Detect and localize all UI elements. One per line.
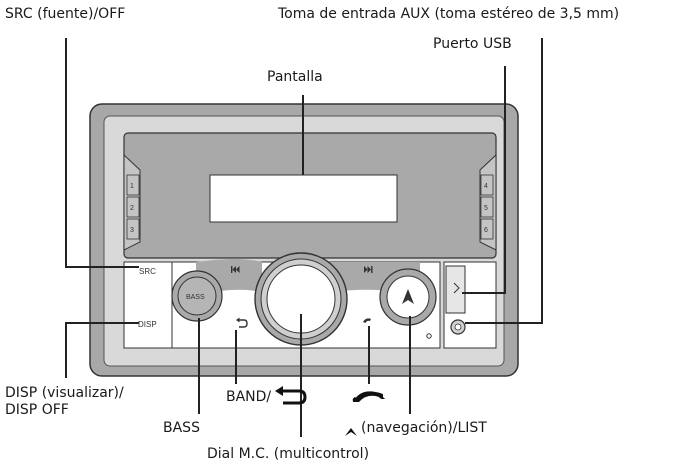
disp-panel-label: DISP xyxy=(138,320,157,329)
knob-indicator xyxy=(426,333,432,339)
leader-lines xyxy=(65,38,543,437)
usb-port[interactable] xyxy=(445,265,466,314)
preset-label-2: 2 xyxy=(130,205,134,212)
preset-button-3[interactable] xyxy=(126,218,140,240)
preset-button-5[interactable] xyxy=(480,196,494,218)
next-track-icon[interactable] xyxy=(364,266,373,273)
preset-label-1: 1 xyxy=(130,183,134,190)
leader-usb xyxy=(462,66,506,294)
nav-callout-icon xyxy=(345,428,357,436)
navigation-knob[interactable] xyxy=(379,268,437,326)
preset-label-5: 5 xyxy=(484,205,488,212)
leader-disp xyxy=(65,322,139,378)
preset-button-4[interactable] xyxy=(480,174,494,196)
usb-port-arrow xyxy=(453,282,460,294)
back-arrow-icon[interactable] xyxy=(236,317,248,328)
callout-src: SRC (fuente)/OFF xyxy=(5,6,126,22)
preset-label-4: 4 xyxy=(484,183,488,190)
callout-dial: Dial M.C. (multicontrol) xyxy=(207,446,370,462)
preset-button-2[interactable] xyxy=(126,196,140,218)
preset-buttons-right: 4 5 6 xyxy=(480,174,494,240)
display-window xyxy=(209,174,398,223)
control-face-left-tab xyxy=(123,261,173,349)
callout-band: BAND/ xyxy=(226,389,272,405)
leader-src xyxy=(65,38,139,268)
callout-usb: Puerto USB xyxy=(433,36,512,52)
callout-bass: BASS xyxy=(163,420,200,436)
callout-aux: Toma de entrada AUX (toma estéreo de 3,5… xyxy=(278,6,620,22)
multicontrol-dial[interactable] xyxy=(254,252,348,346)
preset-buttons-left: 1 2 3 xyxy=(126,174,140,240)
band-callout-icon xyxy=(275,386,307,405)
preset-button-6[interactable] xyxy=(480,218,494,240)
preset-label-3: 3 xyxy=(130,227,134,234)
src-panel-label: SRC xyxy=(139,267,156,276)
leader-aux xyxy=(465,38,543,324)
bass-knob[interactable]: BASS xyxy=(171,270,223,322)
callout-disp: DISP (visualizar)/ DISP OFF xyxy=(5,385,124,418)
callout-display: Pantalla xyxy=(267,69,323,85)
phone-callout-icon xyxy=(352,391,385,402)
bass-knob-label: BASS xyxy=(186,294,205,301)
phone-icon[interactable] xyxy=(363,318,371,323)
prev-track-icon[interactable] xyxy=(231,266,240,273)
navigation-arrow-icon xyxy=(402,289,414,304)
preset-button-1[interactable] xyxy=(126,174,140,196)
callout-nav: (navegación)/LIST xyxy=(361,420,487,436)
aux-jack-hole xyxy=(454,323,462,331)
preset-label-6: 6 xyxy=(484,227,488,234)
